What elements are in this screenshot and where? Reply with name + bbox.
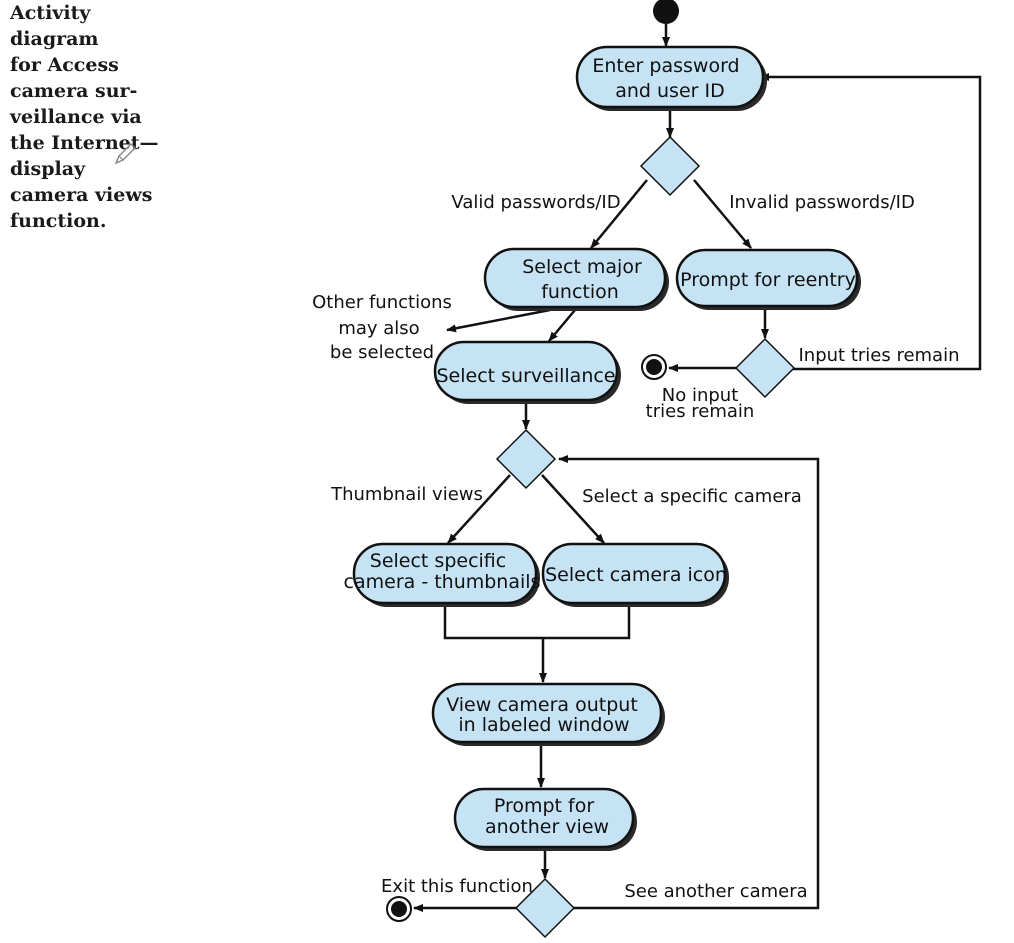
guard-select-specific-camera: Select a specific camera	[582, 486, 802, 507]
caption-line: the Internet—	[10, 132, 159, 154]
node-label: Enter password	[592, 55, 739, 77]
node-label: camera - thumbnails	[344, 571, 541, 593]
caption-line: veillance via	[10, 106, 142, 128]
caption-line: camera views	[10, 184, 153, 206]
activity-select-camera-icon: Select camera icon	[541, 542, 729, 607]
activity-select-major-function: Select major function	[483, 247, 669, 311]
end-node	[641, 354, 667, 380]
guard-no-input-tries: tries remain	[646, 401, 755, 422]
activity-prompt-reentry: Prompt for reentry	[675, 248, 861, 310]
node-label: in labeled window	[458, 714, 629, 736]
start-node	[653, 0, 679, 24]
node-label: View camera output	[446, 694, 638, 716]
decision-tries	[734, 337, 796, 399]
guard-see-another-camera: See another camera	[624, 881, 807, 902]
note-other-functions: be selected	[330, 342, 434, 363]
guard-no-input-tries: No input	[662, 385, 739, 406]
node-label: Select camera icon	[545, 564, 727, 586]
node-label: Select major	[522, 256, 642, 278]
guard-thumbnail-views: Thumbnail views	[330, 484, 483, 505]
caption-line: display	[10, 158, 86, 180]
end-node	[386, 896, 412, 922]
node-label: Prompt for reentry	[680, 269, 856, 291]
activity-view-camera-output: View camera output in labeled window	[431, 682, 665, 746]
decision-password	[639, 135, 701, 197]
node-label: Select surveillance	[437, 365, 616, 387]
note-other-functions: may also	[338, 318, 419, 339]
activity-prompt-another-view: Prompt for another view	[453, 787, 637, 851]
node-label: function	[541, 281, 619, 303]
node-label: and user ID	[615, 80, 725, 102]
decision-view-type	[495, 428, 557, 490]
activity-enter-password: Enter password and user ID	[575, 45, 767, 111]
caption-line: function.	[10, 210, 107, 232]
figure-caption: Activity diagram for Access camera sur- …	[10, 0, 170, 234]
guard-input-tries-remain: Input tries remain	[798, 345, 959, 366]
guard-exit-function: Exit this function	[381, 876, 533, 897]
caption-line: Activity	[10, 2, 91, 24]
caption-line: camera sur-	[10, 80, 138, 102]
caption-line: for Access	[10, 54, 119, 76]
caption-line: diagram	[10, 28, 99, 50]
edges	[413, 24, 982, 912]
node-label: another view	[485, 816, 609, 838]
note-other-functions: Other functions	[312, 292, 452, 313]
decision-another	[514, 877, 576, 939]
node-label: Prompt for	[494, 795, 595, 817]
guard-invalid: Invalid passwords/ID	[729, 192, 915, 213]
node-label: Select specific	[370, 550, 506, 572]
pencil-icon	[114, 143, 136, 165]
guard-valid: Valid passwords/ID	[451, 192, 620, 213]
activity-select-specific-camera: Select specific camera - thumbnails	[344, 542, 541, 607]
activity-select-surveillance: Select surveillance	[433, 340, 621, 404]
